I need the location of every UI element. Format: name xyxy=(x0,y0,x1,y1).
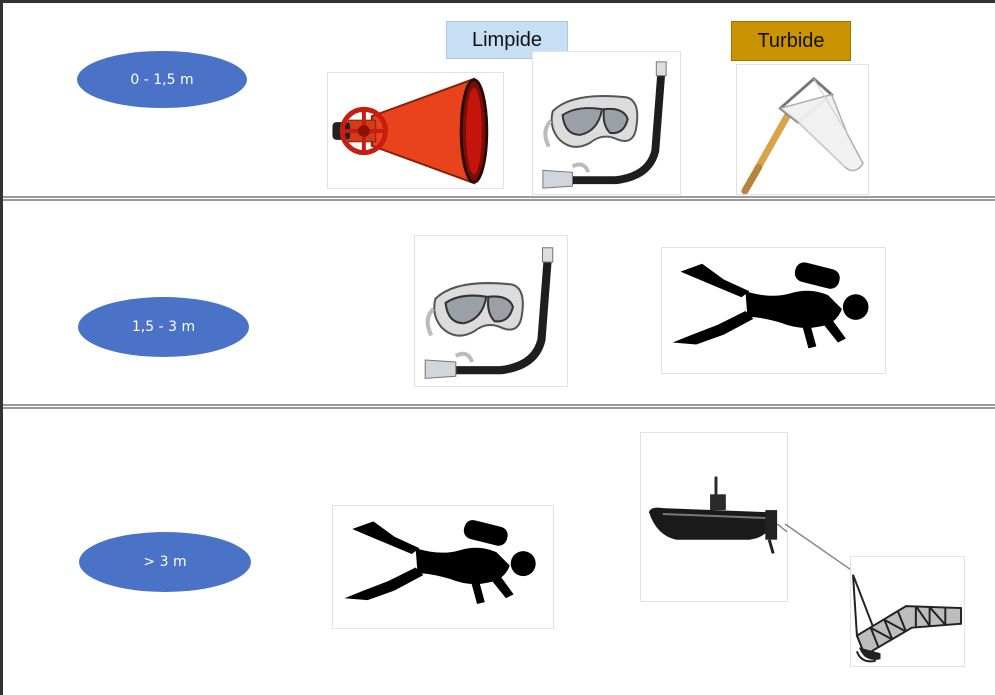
depth-label-shallow: 0 - 1,5 m xyxy=(77,51,247,108)
hand-net-icon xyxy=(736,64,869,195)
depth-label-deep: > 3 m xyxy=(79,532,251,592)
boat-icon xyxy=(640,432,788,602)
row-divider xyxy=(3,404,995,409)
depth-label-medium: 1,5 - 3 m xyxy=(78,297,249,357)
towed-sled-icon xyxy=(850,556,965,667)
row-divider xyxy=(3,196,995,201)
scuba-diver-icon xyxy=(332,505,554,629)
header-turbid-water: Turbide xyxy=(731,21,851,61)
snorkel-mask-icon xyxy=(532,51,681,195)
aquascope-icon xyxy=(327,72,504,189)
snorkel-mask-icon xyxy=(414,235,568,387)
scuba-diver-icon xyxy=(661,247,886,374)
